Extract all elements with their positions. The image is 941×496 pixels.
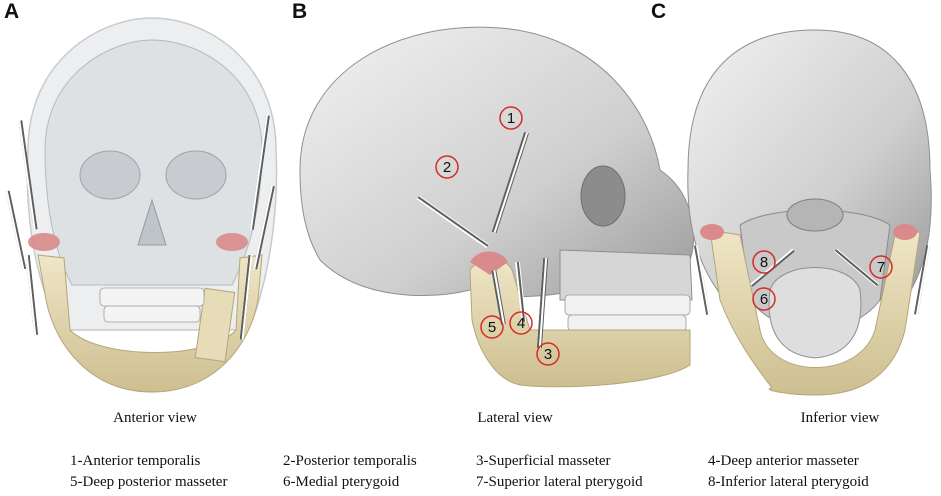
legend-item-2: 2-Posterior temporalis	[283, 453, 417, 469]
marker-1-label: 1	[507, 110, 515, 127]
legend-item-6: 6-Medial pterygoid	[283, 474, 400, 490]
marker-4-label: 4	[517, 315, 525, 332]
marker-5-label: 5	[488, 319, 496, 336]
marker-5-circle	[480, 315, 504, 339]
caption-lateral-view: Lateral view	[477, 410, 553, 426]
marker-4-circle	[509, 311, 533, 335]
marker-3-circle	[536, 342, 560, 366]
marker-6-circle	[752, 287, 776, 311]
anterior-skull	[5, 17, 278, 393]
marker-6-label: 6	[760, 291, 768, 308]
inferior-skull: 6 7 8	[687, 29, 932, 396]
marker-8-circle	[752, 250, 776, 274]
skull-illustration: 1 2 3 4 5 6 7 8	[5, 17, 932, 396]
marker-3-label: 3	[544, 346, 552, 363]
legend-item-5: 5-Deep posterior masseter	[70, 474, 228, 490]
legend-item-3: 3-Superficial masseter	[476, 453, 611, 469]
marker-8-label: 8	[760, 254, 768, 271]
panel-letter-b: B	[292, 0, 308, 23]
panel-letter-a: A	[4, 0, 20, 23]
marker-2-circle	[435, 155, 459, 179]
legend-item-4: 4-Deep anterior masseter	[708, 453, 859, 469]
caption-inferior-view: Inferior view	[800, 410, 880, 426]
marker-7-label: 7	[877, 259, 885, 276]
legend-item-7: 7-Superior lateral pterygoid	[476, 474, 643, 490]
marker-2-label: 2	[443, 159, 451, 176]
legend-item-1: 1-Anterior temporalis	[70, 453, 201, 469]
panel-letter-c: C	[651, 0, 667, 23]
legend-item-8: 8-Inferior lateral pterygoid	[708, 474, 869, 490]
lateral-skull: 1 2 3 4 5	[299, 26, 695, 388]
caption-anterior-view: Anterior view	[113, 410, 197, 426]
marker-7-circle	[869, 255, 893, 279]
marker-1-circle	[499, 106, 523, 130]
